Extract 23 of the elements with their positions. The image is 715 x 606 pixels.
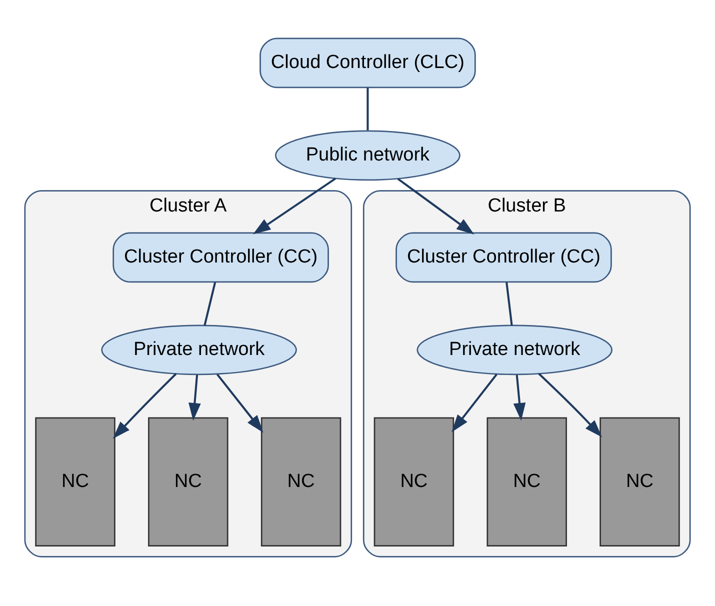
- node-box: NC: [148, 417, 228, 546]
- node-box: NC: [486, 417, 567, 546]
- node-ellipse: Private network: [101, 324, 297, 376]
- connector: [204, 282, 216, 326]
- node-ellipse: Private network: [416, 324, 613, 376]
- arrow: [513, 374, 526, 421]
- node-box: Cluster Controller (CC): [112, 232, 329, 283]
- connector: [366, 88, 369, 130]
- node-box: Cluster Controller (CC): [396, 232, 612, 283]
- node-box: Cloud Controller (CLC): [260, 38, 476, 88]
- node-box: NC: [374, 417, 454, 546]
- arrow: [252, 178, 336, 234]
- node-box: NC: [35, 417, 116, 546]
- arrow: [188, 374, 201, 421]
- arrow: [452, 374, 498, 432]
- node-box: NC: [600, 417, 680, 546]
- arrow: [397, 178, 474, 235]
- arrow: [538, 372, 602, 438]
- connector: [506, 282, 513, 326]
- arrow: [112, 373, 177, 439]
- node-ellipse: Public network: [274, 130, 460, 181]
- arrow: [216, 374, 264, 433]
- node-box: NC: [260, 417, 342, 546]
